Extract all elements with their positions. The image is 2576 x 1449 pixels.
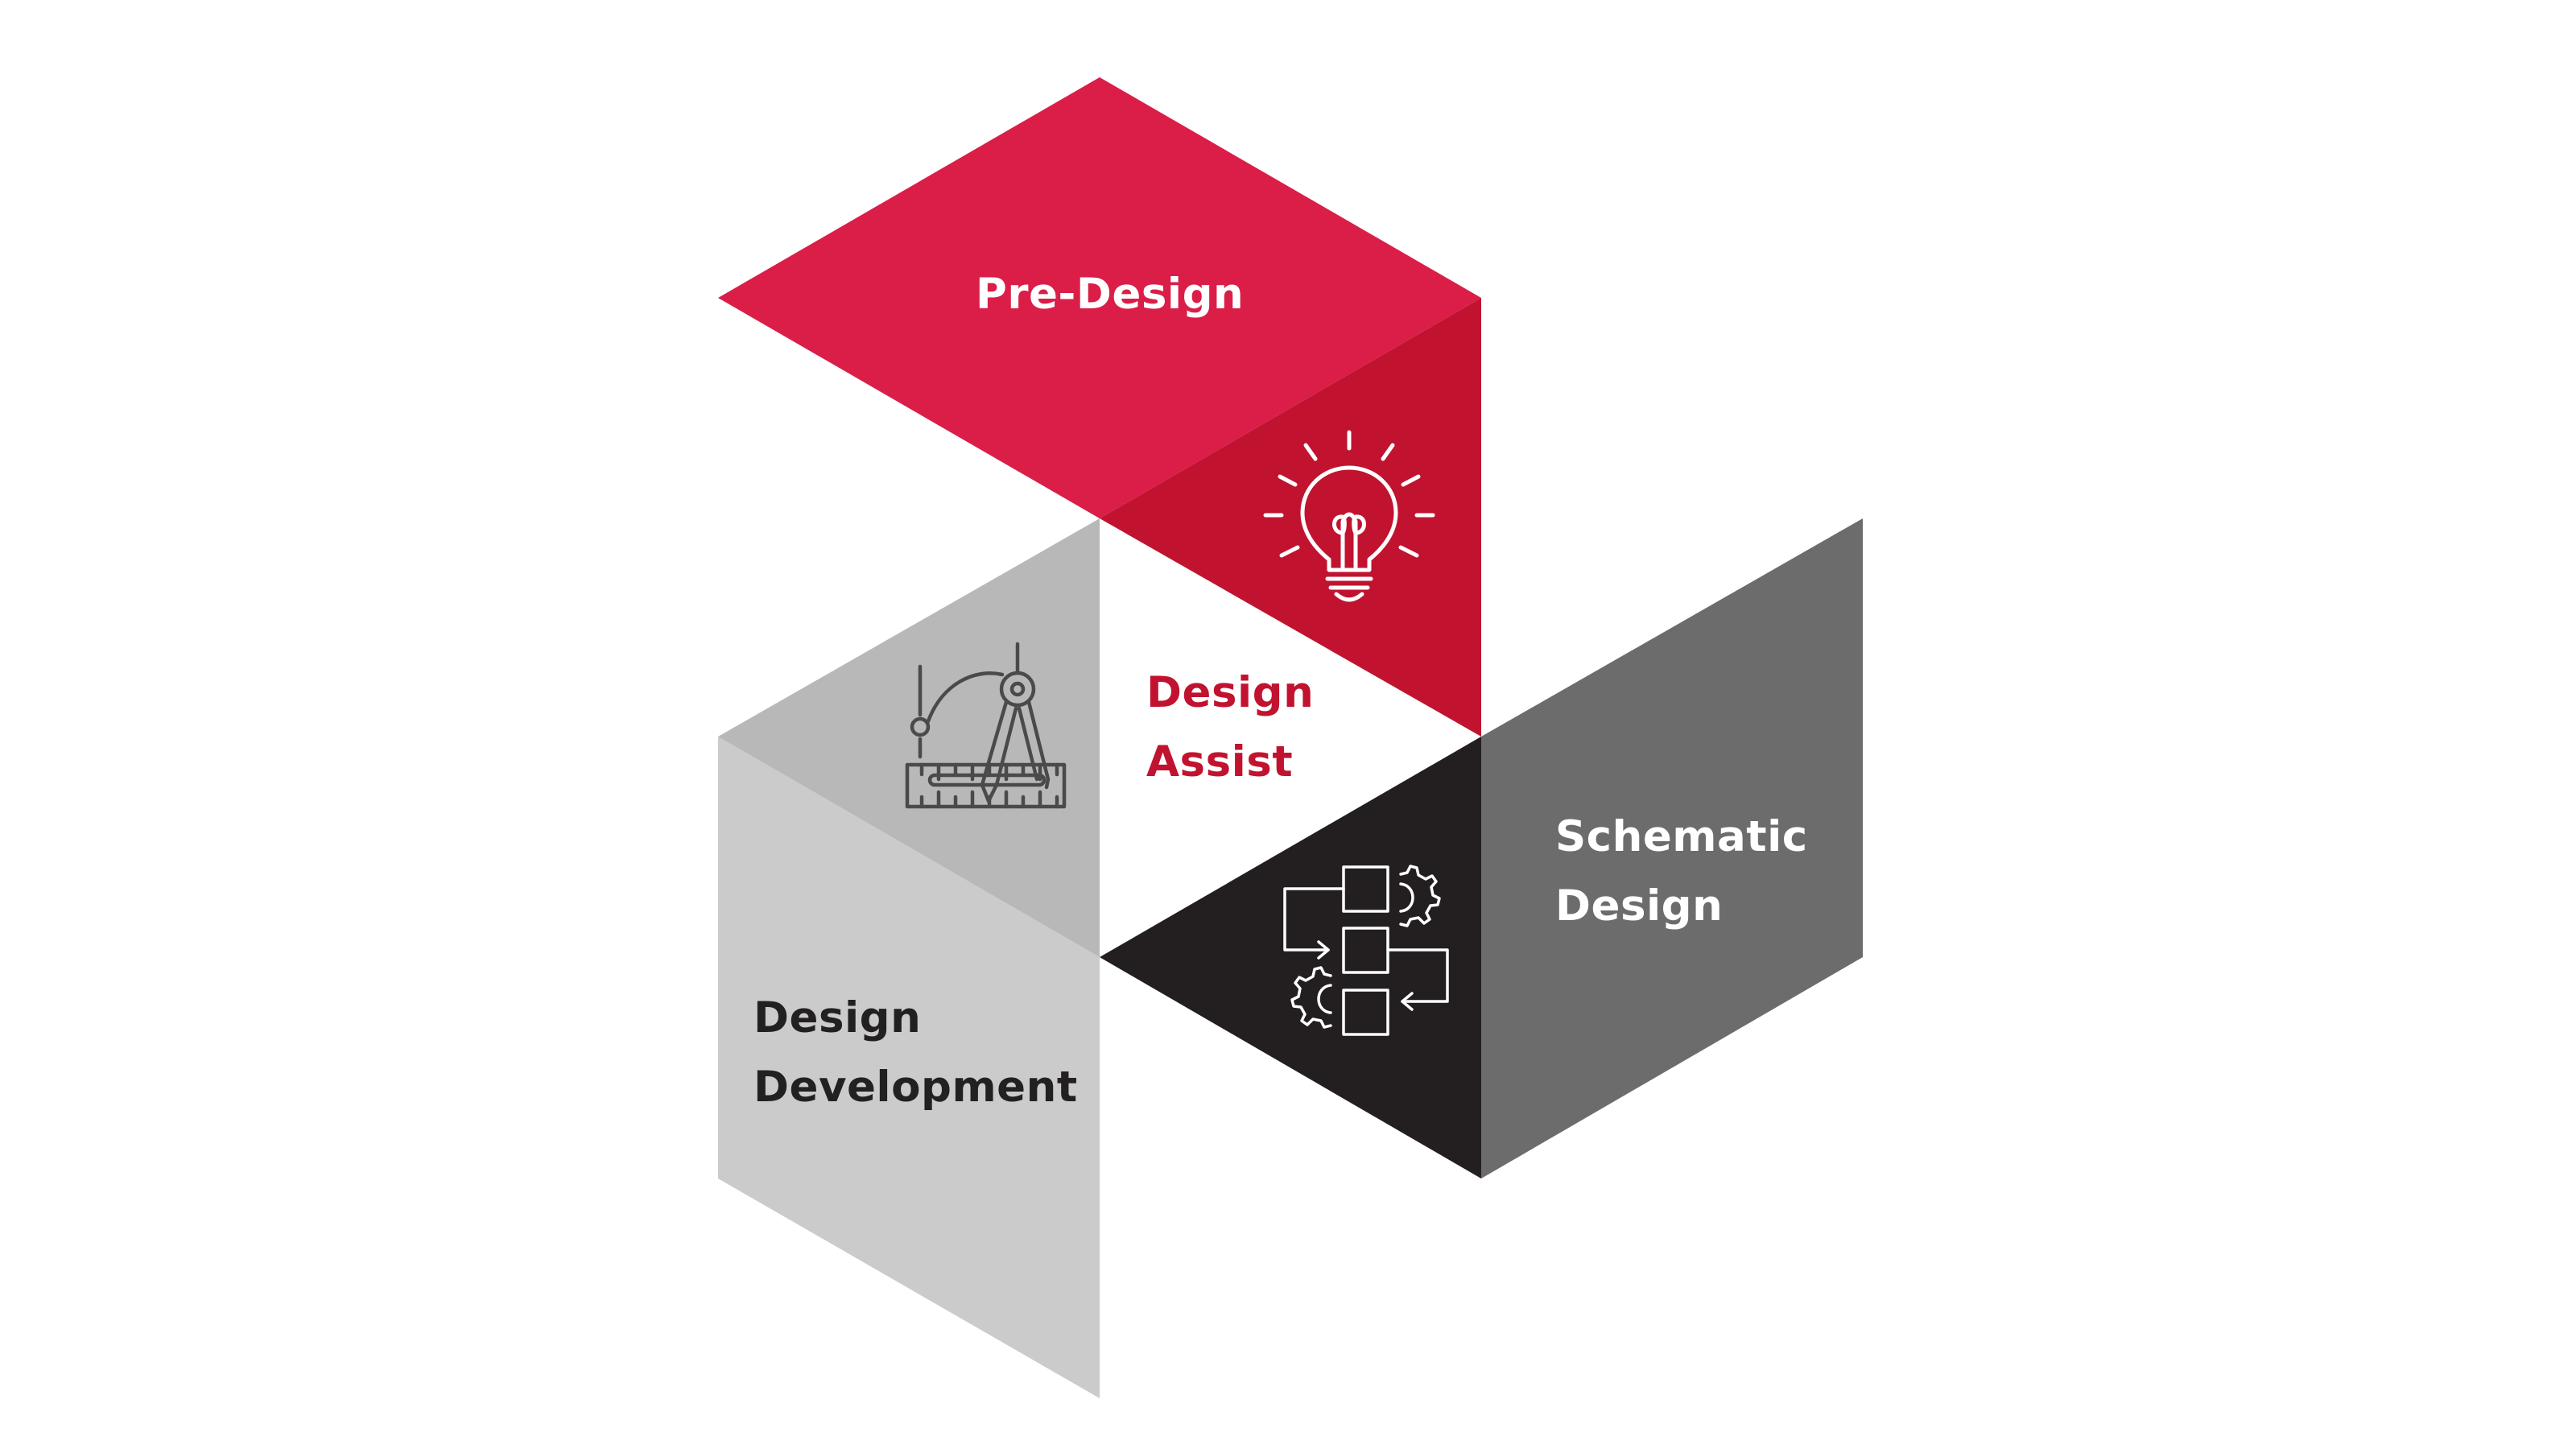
design-development-label: Design Development [753, 984, 1078, 1122]
pre-design-block [718, 77, 1481, 737]
schematic-design-label-line1: Schematic [1555, 812, 1808, 861]
design-development-block [718, 518, 1100, 1398]
design-development-label-line2: Development [753, 1063, 1078, 1112]
schematic-design-dark-face [1100, 737, 1481, 1179]
compass-ruler-icon [905, 642, 1067, 809]
pre-design-label-text: Pre-Design [976, 270, 1245, 319]
schematic-design-label-line2: Design [1555, 881, 1724, 931]
design-assist-label-line2: Assist [1146, 737, 1294, 786]
design-development-upper-face [718, 518, 1100, 957]
schematic-design-side-face [1481, 518, 1863, 1179]
schematic-design-block [1100, 518, 1863, 1179]
pre-design-side-face [1100, 298, 1481, 737]
design-assist-label: Design Assist [1146, 658, 1314, 797]
pre-design-label: Pre-Design [976, 260, 1244, 329]
design-assist-label-line1: Design [1146, 668, 1315, 717]
schematic-design-label: Schematic Design [1555, 803, 1808, 941]
design-development-label-line1: Design [753, 993, 922, 1042]
flowchart-gears-icon [1283, 865, 1449, 1036]
lightbulb-icon [1263, 430, 1435, 602]
